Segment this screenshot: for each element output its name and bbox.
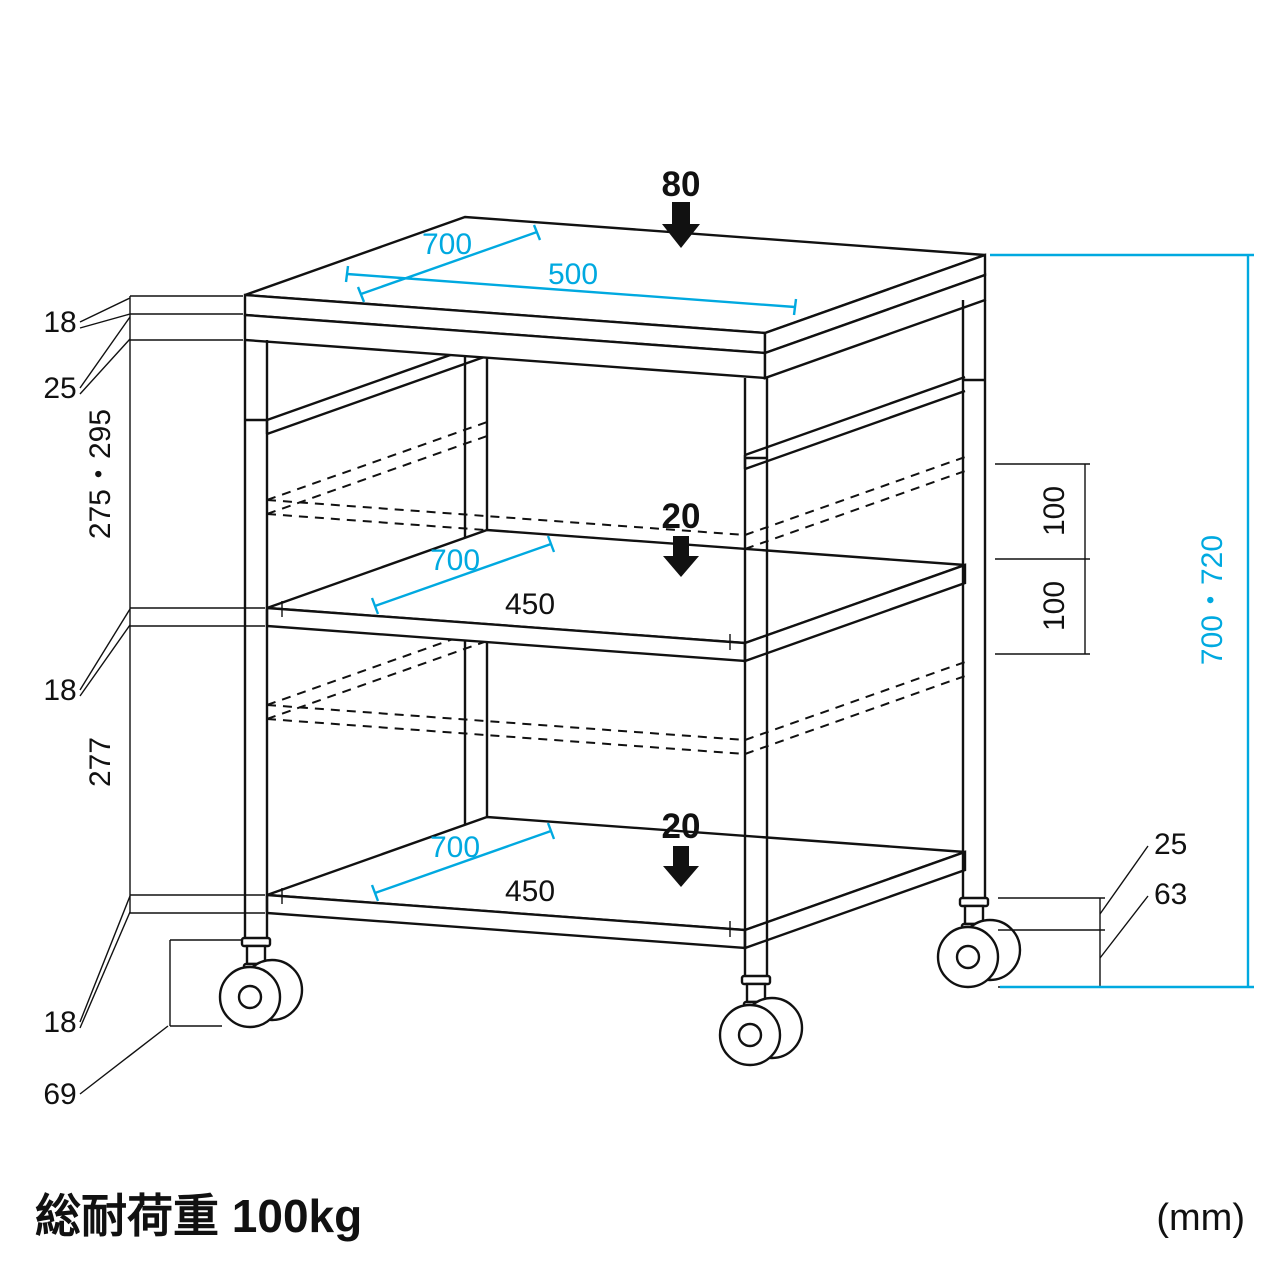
dim-overall-height: 700・720 — [1196, 535, 1229, 665]
cart-drawing — [218, 215, 1022, 1067]
dim-adjuster-height-right: 25 — [1154, 828, 1187, 861]
dim-pitch-upper: 100 — [1038, 486, 1071, 536]
arrow-down-bottom — [663, 846, 699, 887]
dim-middle-shelf-thickness: 18 — [43, 674, 76, 707]
load-arrows — [662, 202, 700, 887]
dim-lower-shelf-span: 277 — [84, 737, 117, 787]
dim-pitch-lower: 100 — [1038, 581, 1071, 631]
middle-shelf — [265, 528, 967, 663]
dim-bottom-shelf-thickness: 18 — [43, 1006, 76, 1039]
unit-label: (mm) — [1156, 1197, 1245, 1239]
dim-top-load: 80 — [662, 165, 701, 204]
caster-front-right — [718, 974, 804, 1067]
dim-top-panel-thickness: 18 — [43, 306, 76, 339]
arrow-down-middle — [663, 536, 699, 577]
caster-front-left — [218, 936, 304, 1029]
dimension-guides-cyan — [344, 224, 1254, 989]
dim-bottom-depth: 700 — [430, 831, 480, 864]
top-panel — [243, 215, 987, 380]
dim-top-width: 500 — [548, 258, 598, 291]
dim-upper-shelf-span: 275・295 — [84, 409, 117, 539]
caster-back-right — [936, 896, 1022, 989]
total-load-capacity-label: 総耐荷重 100kg — [35, 1190, 362, 1242]
dim-top-depth: 700 — [422, 228, 472, 261]
dimension-labels: 80 700 500 18 25 275・295 18 277 18 69 20… — [35, 165, 1245, 1242]
dim-bottom-load: 20 — [662, 807, 701, 846]
dim-bottom-width: 450 — [505, 875, 555, 908]
dim-caster-height-left: 69 — [43, 1078, 76, 1111]
dim-middle-depth: 700 — [430, 544, 480, 577]
dim-middle-width: 450 — [505, 588, 555, 621]
dimension-guides-black — [79, 295, 1149, 1095]
dim-middle-load: 20 — [662, 497, 701, 536]
bottom-shelf — [265, 815, 967, 950]
arrow-down-top — [662, 202, 700, 248]
dim-top-frame-height: 25 — [43, 372, 76, 405]
dim-caster-height-right: 63 — [1154, 878, 1187, 911]
